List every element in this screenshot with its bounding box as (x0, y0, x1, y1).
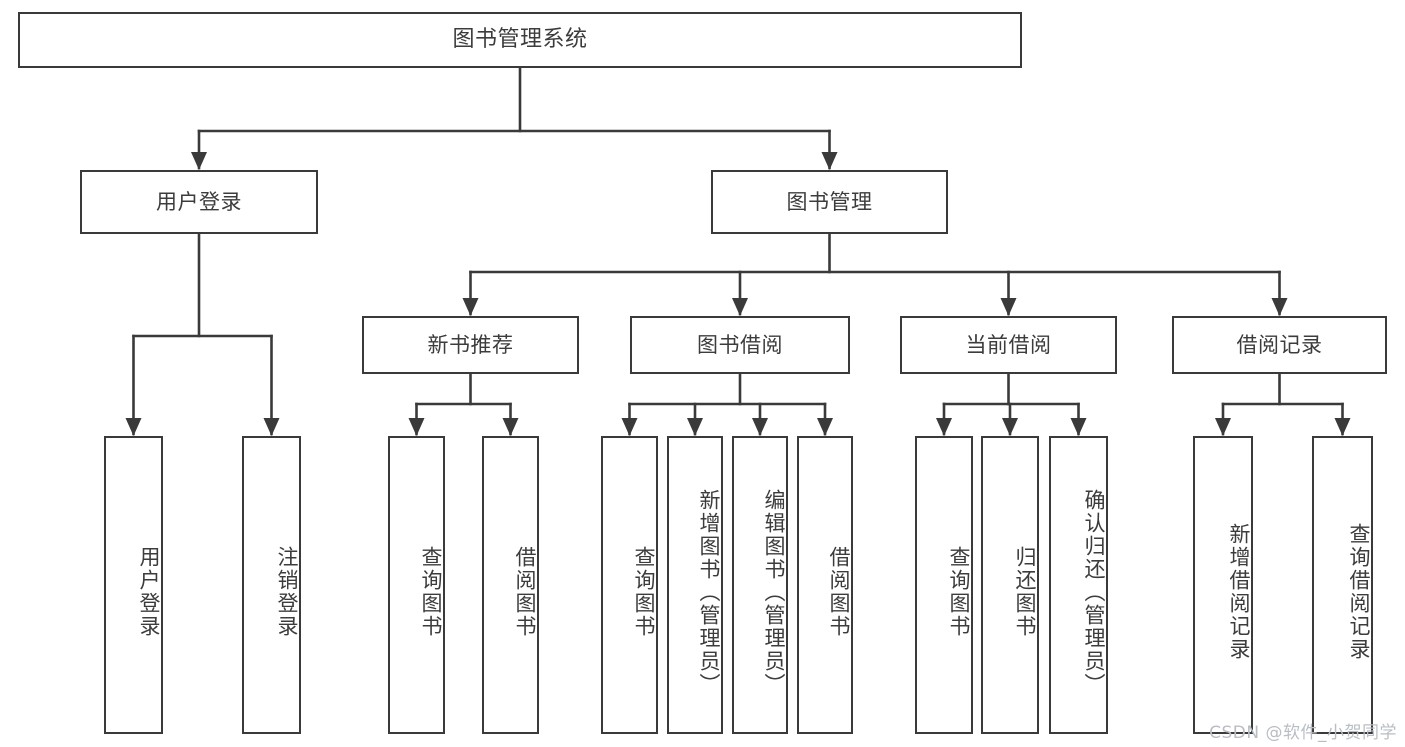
leaf-label: 借阅图书 (827, 546, 851, 638)
node-current-borrow[interactable]: 当前借阅 (900, 316, 1117, 374)
node-new-book-recommend[interactable]: 新书推荐 (362, 316, 579, 374)
leaf-label: 新增图书（管理员） (697, 488, 721, 696)
node-leaf-query-book-1[interactable]: 查询图书 (388, 436, 445, 734)
leaf-label: 新增借阅记录 (1227, 523, 1251, 661)
node-book-borrow[interactable]: 图书借阅 (630, 316, 850, 374)
node-leaf-edit-book[interactable]: 编辑图书（管理员） (732, 436, 788, 734)
node-book-manage[interactable]: 图书管理 (711, 170, 948, 234)
node-leaf-query-book-2[interactable]: 查询图书 (601, 436, 658, 734)
leaf-label: 借阅图书 (513, 546, 537, 638)
leaf-label: 用户登录 (137, 546, 161, 638)
node-leaf-borrow-book-1[interactable]: 借阅图书 (482, 436, 539, 734)
leaf-label: 查询图书 (947, 546, 971, 638)
leaf-label: 归还图书 (1013, 546, 1037, 638)
node-borrow-record[interactable]: 借阅记录 (1172, 316, 1387, 374)
node-leaf-query-book-3[interactable]: 查询图书 (915, 436, 973, 734)
node-root[interactable]: 图书管理系统 (18, 12, 1022, 68)
leaf-label: 确认归还（管理员） (1082, 488, 1106, 696)
node-user-login[interactable]: 用户登录 (80, 170, 318, 234)
node-leaf-add-book[interactable]: 新增图书（管理员） (667, 436, 723, 734)
node-leaf-return-book[interactable]: 归还图书 (981, 436, 1039, 734)
leaf-label: 查询借阅记录 (1347, 523, 1371, 661)
node-leaf-query-record[interactable]: 查询借阅记录 (1312, 436, 1373, 734)
leaf-label: 注销登录 (275, 546, 299, 638)
leaf-label: 查询图书 (419, 546, 443, 638)
leaf-label: 查询图书 (632, 546, 656, 638)
node-leaf-confirm-return[interactable]: 确认归还（管理员） (1049, 436, 1108, 734)
node-leaf-user-logout[interactable]: 注销登录 (242, 436, 301, 734)
watermark-text: CSDN @软件_小贺同学 (1209, 723, 1397, 743)
node-leaf-borrow-book-2[interactable]: 借阅图书 (797, 436, 853, 734)
node-leaf-user-login[interactable]: 用户登录 (104, 436, 163, 734)
node-leaf-add-record[interactable]: 新增借阅记录 (1193, 436, 1253, 734)
leaf-label: 编辑图书（管理员） (762, 488, 786, 696)
